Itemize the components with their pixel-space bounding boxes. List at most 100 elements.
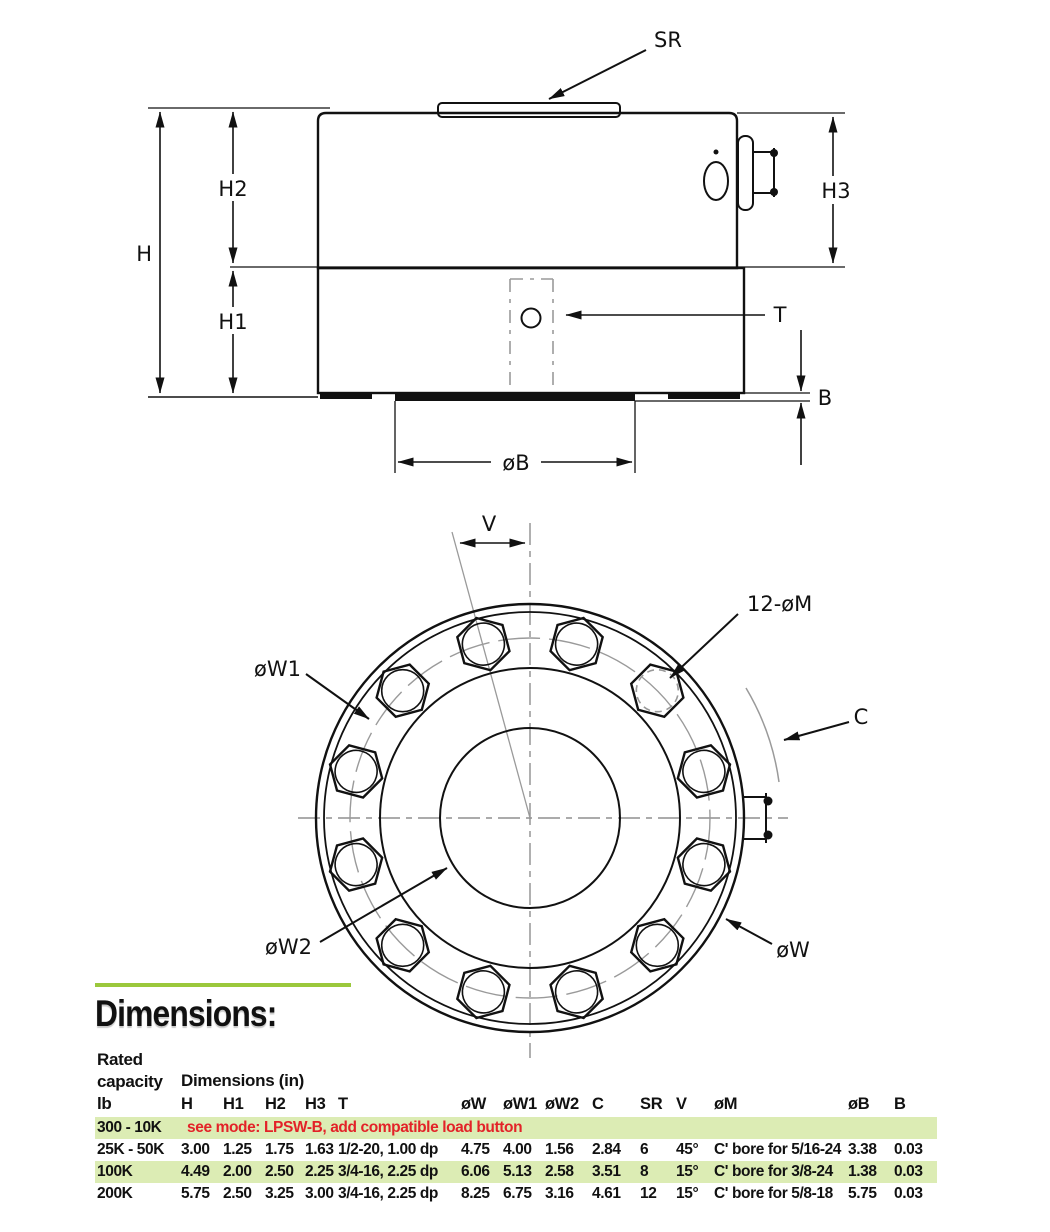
table-cell: 1/2-20, 1.00 dp [338,1141,438,1158]
connector-pin-bottom [770,188,778,196]
label-c: C [854,705,869,729]
leader-c: C [783,705,869,741]
table-cell: 1.38 [848,1163,877,1180]
capacity-header-line: lb [97,1094,112,1113]
table-cell: C' bore for 5/16-24 [714,1141,842,1158]
dimension-v: V [459,512,526,548]
column-header: SR [640,1095,663,1113]
table-cell: 4.61 [592,1185,621,1202]
table-cell: 6.75 [503,1185,532,1202]
dimension-h1: H1 [211,270,256,394]
top-view: V 12-øM C øW1 øW2 øW [254,512,868,1058]
column-header: B [894,1095,906,1113]
side-view: H H2 H1 H3 SR T [136,28,860,475]
dimension-h: H [136,111,165,394]
capacity-cell: 25K - 50K [97,1141,165,1158]
table-cell: 6 [640,1141,649,1158]
table-cell: 1.56 [545,1141,574,1158]
outer-rim-circle [323,611,737,1025]
leader-sr: SR [548,28,682,100]
cable-entry-ellipse [703,161,729,201]
label-t: T [773,303,787,327]
table-cell: 4.00 [503,1141,532,1158]
cable-entry-dot [713,149,719,155]
label-ow2: øW2 [265,935,312,959]
label-b: B [818,386,832,410]
table-cell: 4.49 [181,1163,210,1180]
table-cell: 45° [676,1141,699,1158]
table-cell: 8 [640,1163,649,1180]
capacity-cell: 200K [97,1185,133,1202]
table-cell: 3/4-16, 2.25 dp [338,1163,438,1180]
table-cell: 4.75 [461,1141,490,1158]
table-row: 300 - 10K see mode: LPSW-B, add compatibl… [95,1117,937,1139]
table-cell: 2.50 [265,1163,294,1180]
column-header: T [338,1095,348,1113]
connector-plate [737,135,754,211]
table-cell: 3.16 [545,1185,574,1202]
center-bore-circle [439,727,621,909]
label-sr: SR [654,28,682,52]
column-header: V [676,1095,687,1113]
column-header: H3 [305,1095,326,1113]
connector-pin-b [763,830,773,840]
dimension-b: B [796,330,832,465]
table-cell: 8.25 [461,1185,490,1202]
leader-bolt-spec: 12-øM [669,592,812,679]
column-header: H2 [265,1095,286,1113]
table-cell: 2.00 [223,1163,252,1180]
table-cell: 2.50 [223,1185,252,1202]
bottom-strip-right [668,394,740,399]
table-cell: 2.84 [592,1141,621,1158]
capacity-cell: 300 - 10K [97,1119,162,1136]
dimension-h2: H2 [211,111,256,264]
table-cell: 1.75 [265,1141,294,1158]
table-cell: 1.63 [305,1141,334,1158]
table-cell: 3.00 [305,1185,334,1202]
v-angle-line [451,531,531,819]
label-bolt-spec: 12-øM [747,592,812,616]
label-h3: H3 [821,179,850,203]
leader-ow2: øW2 [265,867,448,959]
label-ob: øB [502,451,529,475]
clearance-arc [745,687,780,783]
label-h1: H1 [218,310,247,334]
table-cell: 3.00 [181,1141,210,1158]
column-header: H [181,1095,193,1113]
table-cell: 5.75 [181,1185,210,1202]
table-cell: 2.25 [305,1163,334,1180]
table-cell: 0.03 [894,1141,923,1158]
dimension-h3: H3 [808,116,860,264]
page-title: Dimensions: [95,993,277,1034]
capacity-cell: 100K [97,1163,133,1180]
column-header: øB [848,1095,870,1113]
label-h: H [136,242,152,266]
label-ow: øW [776,938,810,962]
leader-ow: øW [725,918,810,962]
bolt-circle [349,637,711,999]
leader-ow1: øW1 [254,657,370,720]
tapped-hole-circle [520,307,542,329]
column-header: H1 [223,1095,244,1113]
connector-pin-top [770,149,778,157]
label-h2: H2 [218,177,247,201]
table-cell: 5.75 [848,1185,877,1202]
dimension-ob: øB [394,401,636,475]
table-cell: 15° [676,1185,699,1202]
bottom-strip-left [320,394,372,399]
connector-top-view [744,793,773,843]
bottom-boss [395,393,635,401]
label-ow1: øW1 [254,657,301,681]
column-header: C [592,1095,604,1113]
table-cell: 2.58 [545,1163,574,1180]
table-cell: 6.06 [461,1163,490,1180]
table-cell: 15° [676,1163,699,1180]
note-cell: see mode: LPSW-B, add compatible load bu… [187,1119,523,1136]
